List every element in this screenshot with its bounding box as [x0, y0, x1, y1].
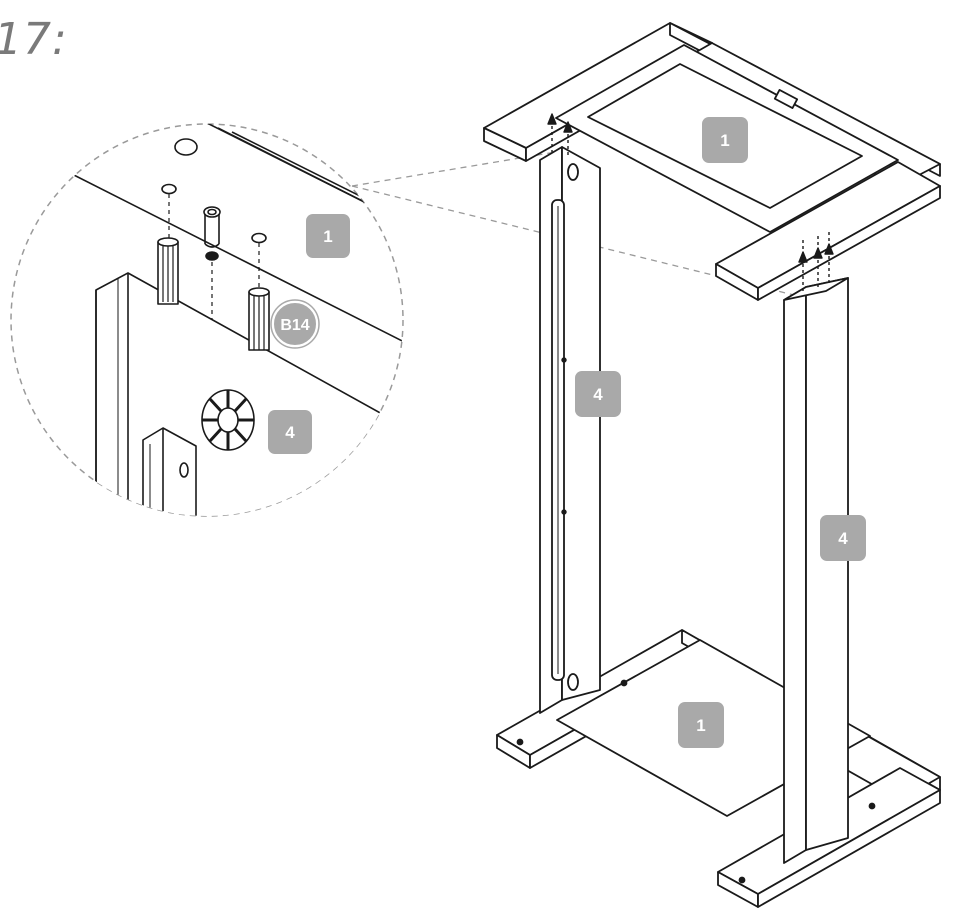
detail-tag-part-1: 1: [306, 214, 350, 258]
cam-bolt-b14: [203, 206, 221, 261]
hardware-tag-b14: B14: [270, 299, 320, 349]
tag-right-side: 4: [820, 515, 866, 561]
cam-lock-icon: [201, 389, 255, 451]
right-side-panel: [783, 277, 849, 864]
svg-text:1: 1: [696, 716, 705, 735]
tag-left-side: 4: [575, 371, 621, 417]
dowel-left: [157, 237, 179, 305]
tag-bottom-panel: 1: [678, 702, 724, 748]
dowel-hole-right: [251, 232, 267, 244]
step-number: 17:: [0, 14, 68, 65]
dowel-hole-left: [161, 183, 177, 195]
detail-callout: 1 4 B14: [10, 123, 807, 517]
tag-top-panel: 1: [702, 117, 748, 163]
svg-text:1: 1: [323, 227, 332, 246]
detail-tag-part-4: 4: [268, 410, 312, 454]
left-side-panel: [539, 146, 601, 714]
dowel-right: [248, 287, 270, 351]
detail-rail: [142, 427, 197, 516]
svg-text:4: 4: [838, 529, 848, 548]
svg-text:B14: B14: [280, 317, 309, 334]
cam-hole-top: [174, 138, 198, 156]
svg-text:4: 4: [285, 423, 295, 442]
svg-text:1: 1: [720, 131, 729, 150]
insertion-arrows: [547, 113, 834, 292]
svg-text:4: 4: [593, 385, 603, 404]
leader-line-upper: [351, 151, 557, 187]
top-panel: [483, 22, 941, 301]
